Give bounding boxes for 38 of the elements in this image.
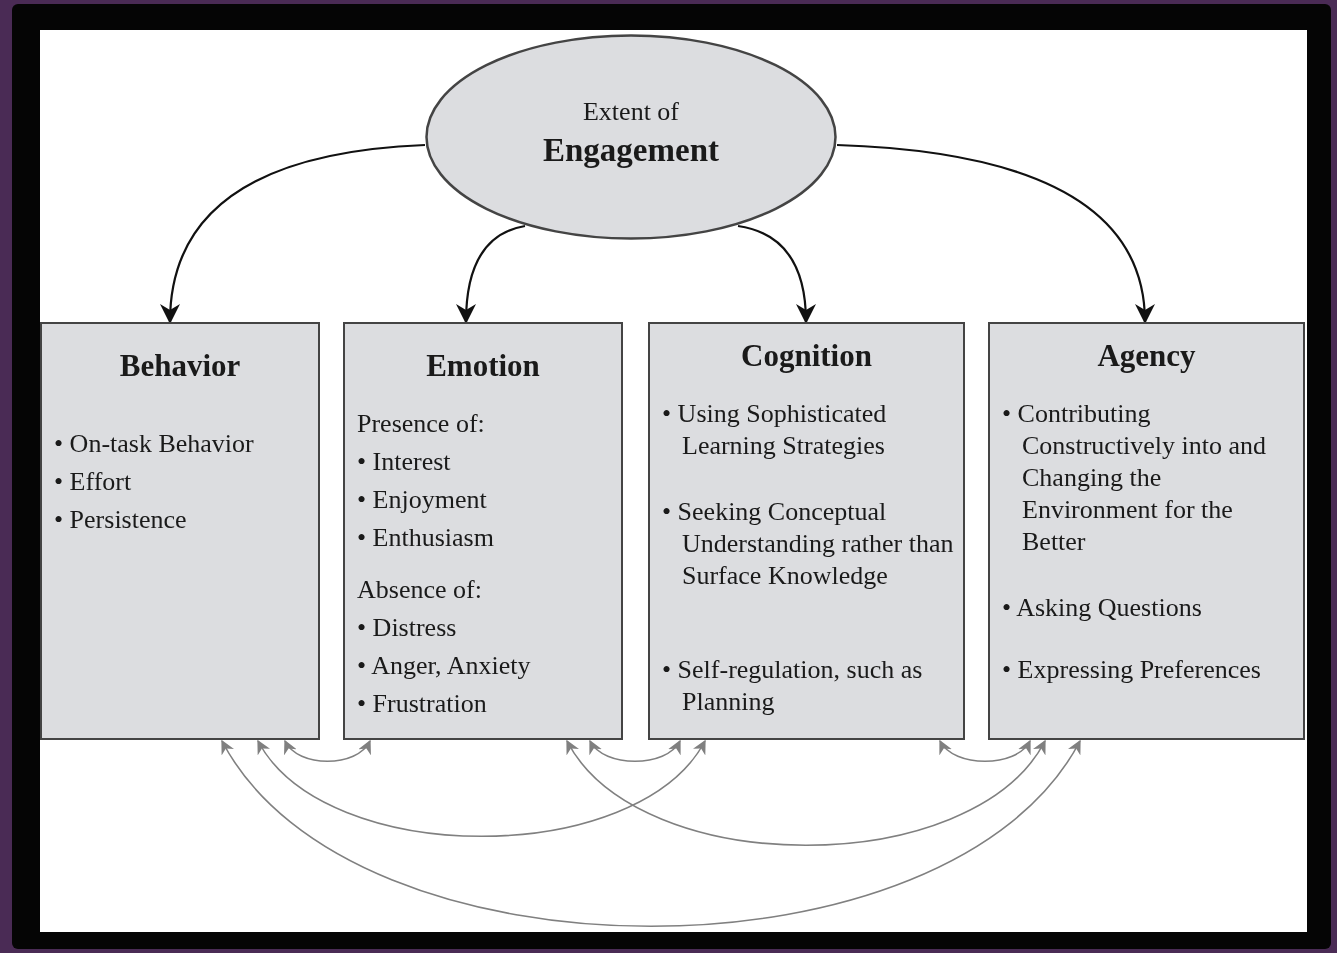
category-box [343, 322, 623, 740]
heading: Agency [1096, 340, 1197, 372]
double-arrow [566, 739, 1046, 847]
double-arrow [284, 739, 371, 763]
bullet-item: • Persistence [54, 504, 188, 536]
bullet-item: • Self-regulation, such as Planning [662, 654, 924, 718]
double-arrow [221, 739, 1081, 928]
heading: Behavior [118, 350, 242, 382]
bullet-item: • Anger, Anxiety [357, 650, 532, 682]
label-text: Extent of [582, 96, 680, 128]
label-text: Presence of: [357, 408, 486, 440]
double-arrow [939, 739, 1031, 763]
category-box [40, 322, 320, 740]
heading: Cognition [740, 340, 873, 372]
bullet-item: • Asking Questions [1002, 592, 1203, 624]
bullet-item: • Interest [357, 446, 452, 478]
category-box [988, 322, 1305, 740]
category-box [648, 322, 965, 740]
arrow [161, 143, 426, 324]
bullet-item: • Expressing Preferences [1002, 654, 1262, 686]
heading: Engagement [542, 134, 720, 166]
bullet-item: • Enthusiasm [357, 522, 495, 554]
bullet-item: • Effort [54, 466, 133, 498]
ellipse-node [425, 34, 837, 240]
arrow [456, 224, 526, 324]
bullet-item: • Using Sophisticated Learning Strategies [662, 398, 888, 462]
bullet-item: • On-task Behavior [54, 428, 255, 460]
arrow [737, 224, 816, 324]
bullet-item: • Enjoyment [357, 484, 488, 516]
bullet-item: • Seeking Conceptual Understanding rather than Surface Knowledge [662, 496, 955, 592]
double-arrow [257, 739, 706, 838]
double-arrow [589, 739, 681, 763]
label-text: Absence of: [357, 574, 483, 606]
heading: Emotion [425, 350, 541, 382]
bullet-item: • Distress [357, 612, 458, 644]
bullet-item: • Frustration [357, 688, 488, 720]
arrow [836, 143, 1154, 324]
bullet-item: • Contributing Constructively into and Changing the Environment for the Better [1002, 398, 1268, 558]
